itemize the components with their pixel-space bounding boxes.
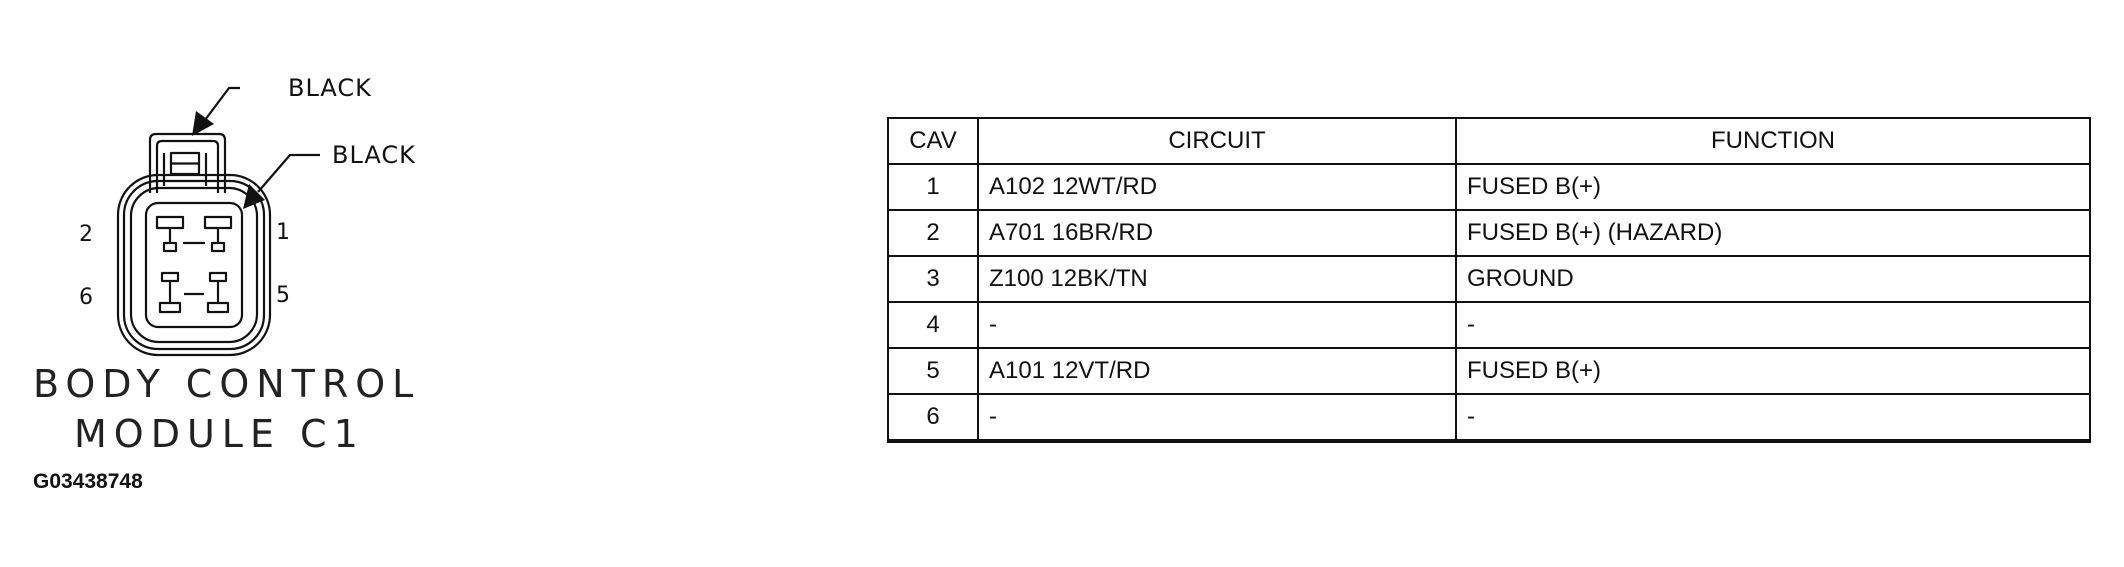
connector-diagram: BLACK BLACK 2 1 6 5 <box>79 74 416 357</box>
pin-label-6: 6 <box>79 285 93 310</box>
table-header-row: CAV CIRCUIT FUNCTION <box>887 117 2091 165</box>
table-row: 6 - - <box>887 393 2091 443</box>
cav-cell: 3 <box>887 255 979 303</box>
circuit-cell: - <box>977 301 1457 349</box>
table-row: 3 Z100 12BK/TN GROUND <box>887 255 2091 303</box>
function-cell: FUSED B(+) <box>1455 347 2091 395</box>
function-cell: - <box>1455 393 2091 443</box>
cav-cell: 1 <box>887 163 979 211</box>
table-row: 4 - - <box>887 301 2091 349</box>
cav-cell: 2 <box>887 209 979 257</box>
table-row: 5 A101 12VT/RD FUSED B(+) <box>887 347 2091 395</box>
pin-label-2: 2 <box>79 222 93 247</box>
connector-drawing <box>116 86 320 357</box>
pin-label-1: 1 <box>276 220 290 245</box>
callout-label-lower: BLACK <box>332 141 416 169</box>
circuit-cell: A101 12VT/RD <box>977 347 1457 395</box>
function-cell: FUSED B(+) <box>1455 163 2091 211</box>
figure-id: G03438748 <box>33 470 143 493</box>
circuit-cell: Z100 12BK/TN <box>977 255 1457 303</box>
pinout-table: CAV CIRCUIT FUNCTION 1 A102 12WT/RD FUSE… <box>887 117 2091 443</box>
header-cav: CAV <box>887 117 979 165</box>
cav-cell: 5 <box>887 347 979 395</box>
circuit-cell: A102 12WT/RD <box>977 163 1457 211</box>
cav-cell: 4 <box>887 301 979 349</box>
circuit-cell: A701 16BR/RD <box>977 209 1457 257</box>
function-cell: GROUND <box>1455 255 2091 303</box>
connector-title-line-2: MODULE C1 <box>74 412 365 456</box>
table-row: 2 A701 16BR/RD FUSED B(+) (HAZARD) <box>887 209 2091 257</box>
callout-label-upper: BLACK <box>288 74 372 102</box>
table-row: 1 A102 12WT/RD FUSED B(+) <box>887 163 2091 211</box>
header-circuit: CIRCUIT <box>977 117 1457 165</box>
callout-arrowheads <box>192 111 265 209</box>
header-function: FUNCTION <box>1455 117 2091 165</box>
function-cell: - <box>1455 301 2091 349</box>
cav-cell: 6 <box>887 393 979 443</box>
circuit-cell: - <box>977 393 1457 443</box>
pin-label-5: 5 <box>276 283 290 308</box>
connector-title-line-1: BODY CONTROL <box>33 362 421 406</box>
function-cell: FUSED B(+) (HAZARD) <box>1455 209 2091 257</box>
